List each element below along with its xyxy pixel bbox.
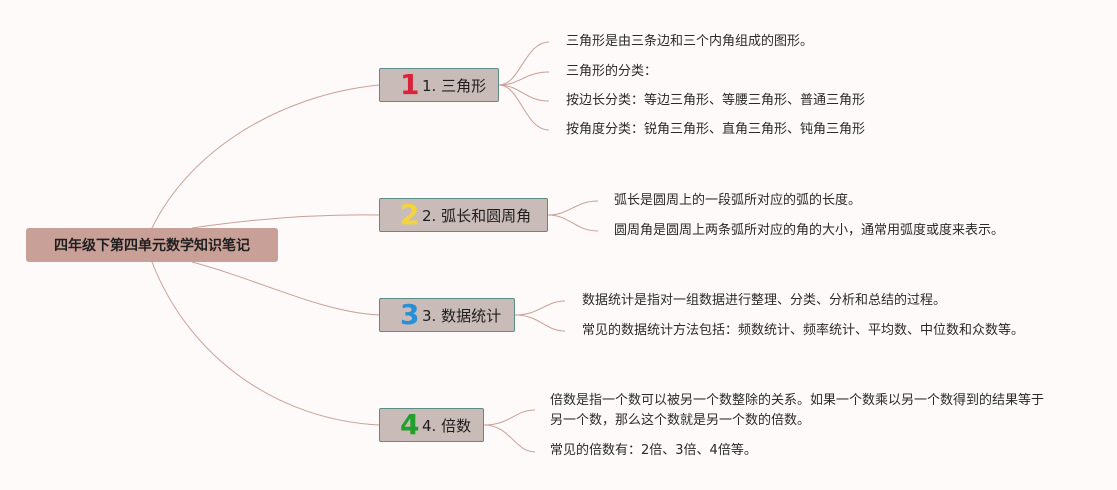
detail-triangle-classification: 三角形的分类： xyxy=(566,64,658,79)
detail-arc-length: 弧长是圆周上的一段弧所对应的弧的长度。 xyxy=(614,193,862,208)
detail-multiples-definition: 倍数是指一个数可以被另一个数整除的关系。如果一个数乘以另一个数得到的结果等于另一… xyxy=(550,393,1045,428)
topic-arc-and-angle[interactable]: 2 2. 弧长和圆周角 xyxy=(379,198,548,232)
topic-label: 2. 弧长和圆周角 xyxy=(422,206,532,225)
topic-statistics[interactable]: 3 3. 数据统计 xyxy=(379,298,515,332)
detail-triangle-by-side: 按边长分类：等边三角形、等腰三角形、普通三角形 xyxy=(566,93,866,108)
detail-multiples-examples: 常见的倍数有：2倍、3倍、4倍等。 xyxy=(550,443,757,458)
root-title: 四年级下第四单元数学知识笔记 xyxy=(54,238,250,254)
number-4-icon: 4 xyxy=(400,408,420,441)
number-2-icon: 2 xyxy=(400,198,420,231)
topic-triangle[interactable]: 1 1. 三角形 xyxy=(379,68,499,102)
detail-statistics-methods: 常见的数据统计方法包括：频数统计、频率统计、平均数、中位数和众数等。 xyxy=(582,323,1025,338)
topic-label: 4. 倍数 xyxy=(422,416,472,435)
detail-statistics-definition: 数据统计是指对一组数据进行整理、分类、分析和总结的过程。 xyxy=(582,293,947,308)
detail-triangle-definition: 三角形是由三条边和三个内角组成的图形。 xyxy=(566,34,814,49)
topic-multiples[interactable]: 4 4. 倍数 xyxy=(379,408,484,442)
topic-label: 1. 三角形 xyxy=(422,76,487,95)
root-topic[interactable]: 四年级下第四单元数学知识笔记 xyxy=(26,228,278,262)
number-3-icon: 3 xyxy=(400,298,420,331)
topic-label: 3. 数据统计 xyxy=(422,306,502,325)
detail-triangle-by-angle: 按角度分类：锐角三角形、直角三角形、钝角三角形 xyxy=(566,122,866,137)
number-1-icon: 1 xyxy=(400,68,420,101)
detail-inscribed-angle: 圆周角是圆周上两条弧所对应的角的大小，通常用弧度或度来表示。 xyxy=(614,223,1005,238)
